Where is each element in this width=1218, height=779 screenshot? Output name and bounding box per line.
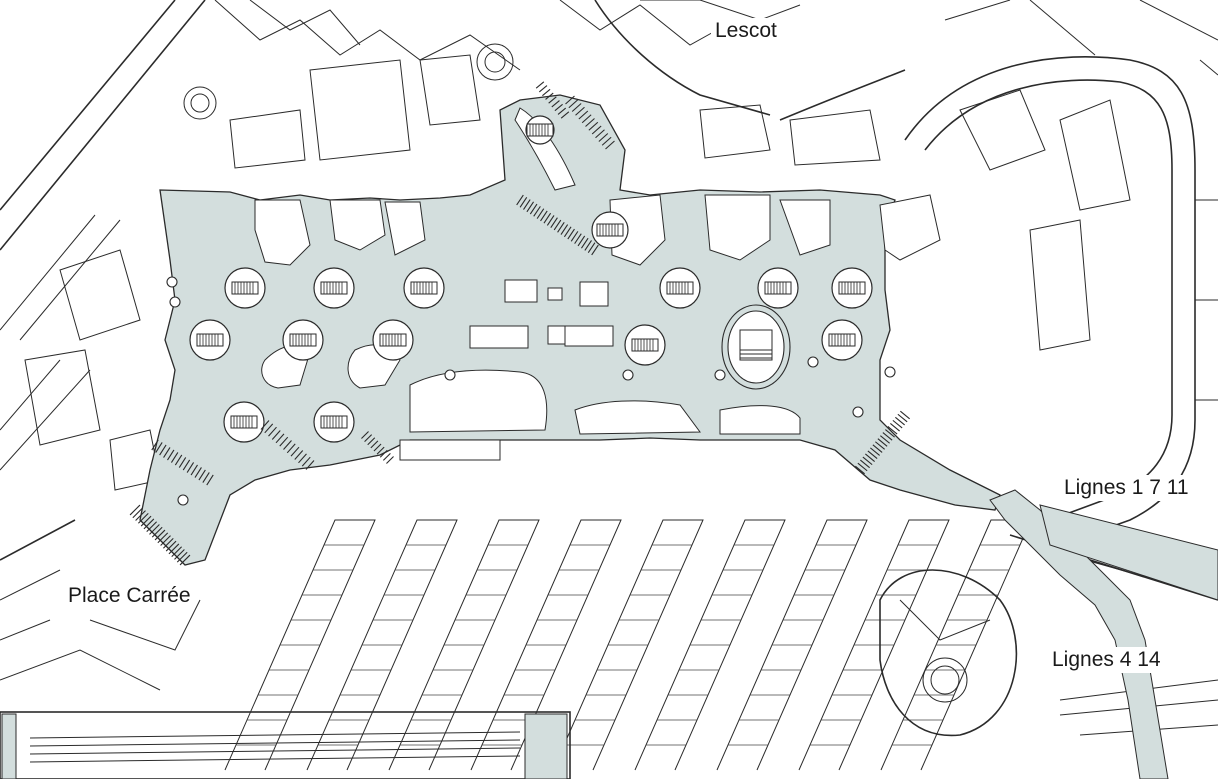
escalator-well: [659, 267, 701, 309]
escalator-well: [831, 267, 873, 309]
escalator-well: [525, 115, 555, 145]
escalator-well: [189, 319, 231, 361]
pillar: [444, 369, 456, 381]
stair: [516, 194, 599, 256]
pillar: [166, 276, 178, 288]
escalator-well: [313, 401, 355, 443]
parcel-strip: [552, 519, 704, 771]
central-structures: [469, 279, 614, 349]
escalator-well: [372, 319, 414, 361]
escalator-well: [624, 324, 666, 366]
label-lescot: Lescot: [711, 18, 781, 44]
escalator-well: [757, 267, 799, 309]
escalator-well: [224, 267, 266, 309]
parcel-strip: [470, 519, 622, 771]
pillar: [807, 356, 819, 368]
parcel-strip: [798, 519, 950, 771]
escalator-well: [821, 319, 863, 361]
parcel-strip: [716, 519, 868, 771]
pillar: [714, 369, 726, 381]
escalator-well: [223, 401, 265, 443]
escalator-well: [282, 319, 324, 361]
pillar: [884, 366, 896, 378]
parcel-strip: [388, 519, 540, 771]
pillar: [169, 296, 181, 308]
pillar: [622, 369, 634, 381]
escalator-well: [313, 267, 355, 309]
stair: [129, 504, 191, 566]
pillar: [852, 406, 864, 418]
parcel-strip: [880, 519, 1032, 771]
stair: [151, 439, 214, 486]
stair: [260, 420, 315, 470]
label-place-carree: Place Carrée: [64, 583, 195, 609]
inner-blocks: [254, 107, 941, 461]
escalator-well: [403, 267, 445, 309]
escalator-well: [591, 211, 629, 249]
pillars: [166, 276, 896, 506]
central-oval: [721, 304, 791, 390]
pillar: [177, 494, 189, 506]
round-building: [879, 569, 1018, 737]
stair: [565, 95, 615, 150]
stair: [361, 431, 394, 464]
concourse: [139, 94, 1218, 779]
escalator-wells: [189, 115, 873, 443]
stairs: [129, 81, 910, 566]
parcel-strip: [306, 519, 458, 771]
label-lignes-1-7-11: Lignes 1 7 11: [1060, 475, 1193, 501]
parcel-strip: [224, 519, 376, 771]
label-lignes-4-14: Lignes 4 14: [1048, 647, 1165, 673]
stair: [855, 410, 910, 475]
stair: [535, 81, 570, 119]
parcel-strip: [634, 519, 786, 771]
